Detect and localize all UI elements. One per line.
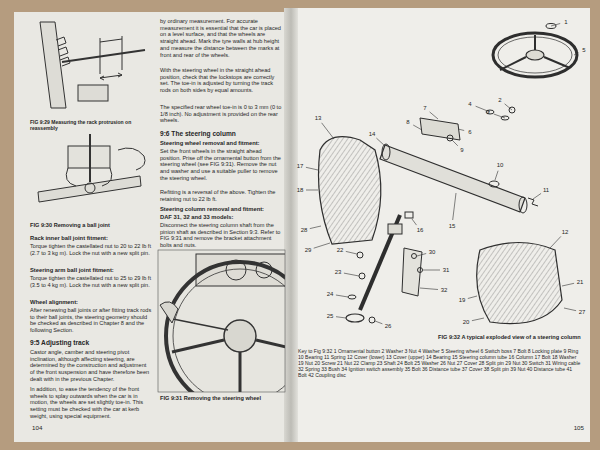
leader-line xyxy=(574,53,579,55)
sub-heading: DAF 31, 32 and 33 models: xyxy=(160,214,282,221)
callout-number: 1 xyxy=(564,19,567,25)
callout-number: 2 xyxy=(498,97,501,103)
steering-wheel-drawing xyxy=(158,250,285,392)
callout-number: 32 xyxy=(441,287,448,293)
figure-caption: FIG 9:32 A typical exploded view of a st… xyxy=(438,334,584,341)
section-heading: 9:5 Adjusting track xyxy=(30,339,152,347)
callout-number: 16 xyxy=(417,227,424,233)
leader-line xyxy=(336,317,346,318)
ball-joint-drawing xyxy=(38,134,145,202)
leader-line xyxy=(472,318,484,321)
callout-number: 12 xyxy=(562,229,569,235)
leader-line xyxy=(564,308,576,311)
callout-number: 22 xyxy=(337,247,344,253)
figure-caption: FIG 9:31 Removing the steering wheel xyxy=(160,395,284,402)
callout-number: 14 xyxy=(369,131,376,137)
page-number: 104 xyxy=(32,424,62,431)
leader-line xyxy=(420,288,438,290)
callout-number: 11 xyxy=(543,187,549,193)
callout-number: 3 xyxy=(486,109,489,115)
callout-number: 13 xyxy=(315,115,322,121)
leader-line xyxy=(306,167,318,170)
leader-line xyxy=(417,254,426,257)
callout-number: 4 xyxy=(468,101,471,107)
body-text: Torque tighten the castellated nut to 20… xyxy=(30,243,152,256)
callout-number: 8 xyxy=(406,119,409,125)
callout-number: 25 xyxy=(327,313,334,319)
body-text: Refitting is a reversal of the above. Ti… xyxy=(160,189,282,202)
leader-line xyxy=(310,226,321,229)
callout-number: 5 xyxy=(582,47,585,53)
page-number: 105 xyxy=(556,424,584,431)
leader-line xyxy=(562,283,574,286)
leader-line xyxy=(344,273,359,276)
leader-line xyxy=(495,171,498,180)
body-text: Castor angle, camber and steering pivot … xyxy=(30,349,152,383)
leader-line xyxy=(551,24,560,27)
callout-number: 18 xyxy=(297,187,304,193)
callout-number: 27 xyxy=(579,309,586,315)
book-spine xyxy=(284,8,298,442)
body-text: With the steering wheel in the straight … xyxy=(160,67,282,94)
leader-line xyxy=(412,219,417,225)
sub-heading: Wheel alignment: xyxy=(30,299,152,306)
callout-number: 24 xyxy=(327,291,334,297)
callout-number: 21 xyxy=(577,279,584,285)
leader-line xyxy=(423,270,440,271)
leader-line xyxy=(430,112,438,119)
leader-line xyxy=(468,296,477,299)
body-text: Set the front wheels in the straight ahe… xyxy=(160,148,282,182)
leader-line xyxy=(376,138,385,146)
figure-caption: FIG 9:30 Removing a ball joint xyxy=(30,222,154,229)
leader-line xyxy=(494,114,505,118)
sub-heading: Rack inner ball joint fitment: xyxy=(30,235,152,242)
callout-number: 28 xyxy=(301,227,308,233)
leader-line xyxy=(505,104,512,110)
figure-caption: FIG 9:29 Measuring the rack protrusion o… xyxy=(30,119,154,131)
callout-number: 26 xyxy=(385,323,392,329)
body-text: Torque tighten the castellated nut to 25… xyxy=(30,275,152,288)
callout-number: 20 xyxy=(463,319,470,325)
leader-line xyxy=(306,190,318,191)
right-page xyxy=(290,8,590,442)
section-heading: 9:6 The steering column xyxy=(160,130,282,138)
sub-heading: Steering arm ball joint fitment: xyxy=(30,267,152,274)
exploded-steering-column xyxy=(319,24,578,324)
callout-number: 31 xyxy=(443,267,450,273)
body-text: After renewing ball joints or after fitt… xyxy=(30,307,152,334)
leader-line xyxy=(550,236,561,248)
left-page xyxy=(14,12,292,442)
leader-line xyxy=(314,243,330,248)
leader-line xyxy=(375,321,382,324)
leader-line xyxy=(336,295,348,297)
leader-line xyxy=(346,251,357,254)
leader-line xyxy=(458,129,464,131)
callout-number: 10 xyxy=(497,162,504,168)
callout-number: 7 xyxy=(423,105,426,111)
leader-line xyxy=(452,140,458,146)
callout-number: 23 xyxy=(335,269,342,275)
callout-number: 29 xyxy=(305,247,312,253)
callout-number: 6 xyxy=(468,129,471,135)
sub-heading: Steering wheel removal and fitment: xyxy=(160,140,282,147)
sub-heading: Steering column removal and fitment: xyxy=(160,206,282,213)
leader-line xyxy=(322,123,334,139)
leader-line xyxy=(533,193,541,199)
key-text: Key to Fig 9:32 1 Ornamental button 2 Wa… xyxy=(298,348,582,379)
callout-number: 17 xyxy=(297,163,304,169)
callout-number: 15 xyxy=(449,223,456,229)
leader-line xyxy=(413,125,422,130)
callout-number: 9 xyxy=(460,147,463,153)
leader-line xyxy=(453,193,456,220)
rack-drawing xyxy=(40,22,145,108)
body-text: In addition, to ease the tendency of the… xyxy=(30,386,152,420)
body-text: The specified rear wheel toe-in is 0 to … xyxy=(160,104,282,124)
callout-number: 19 xyxy=(459,297,466,303)
callout-number: 30 xyxy=(429,249,436,255)
body-text: Disconnect the steering column shaft fro… xyxy=(160,222,282,249)
body-text: by ordinary measurement. For accurate me… xyxy=(160,18,282,58)
